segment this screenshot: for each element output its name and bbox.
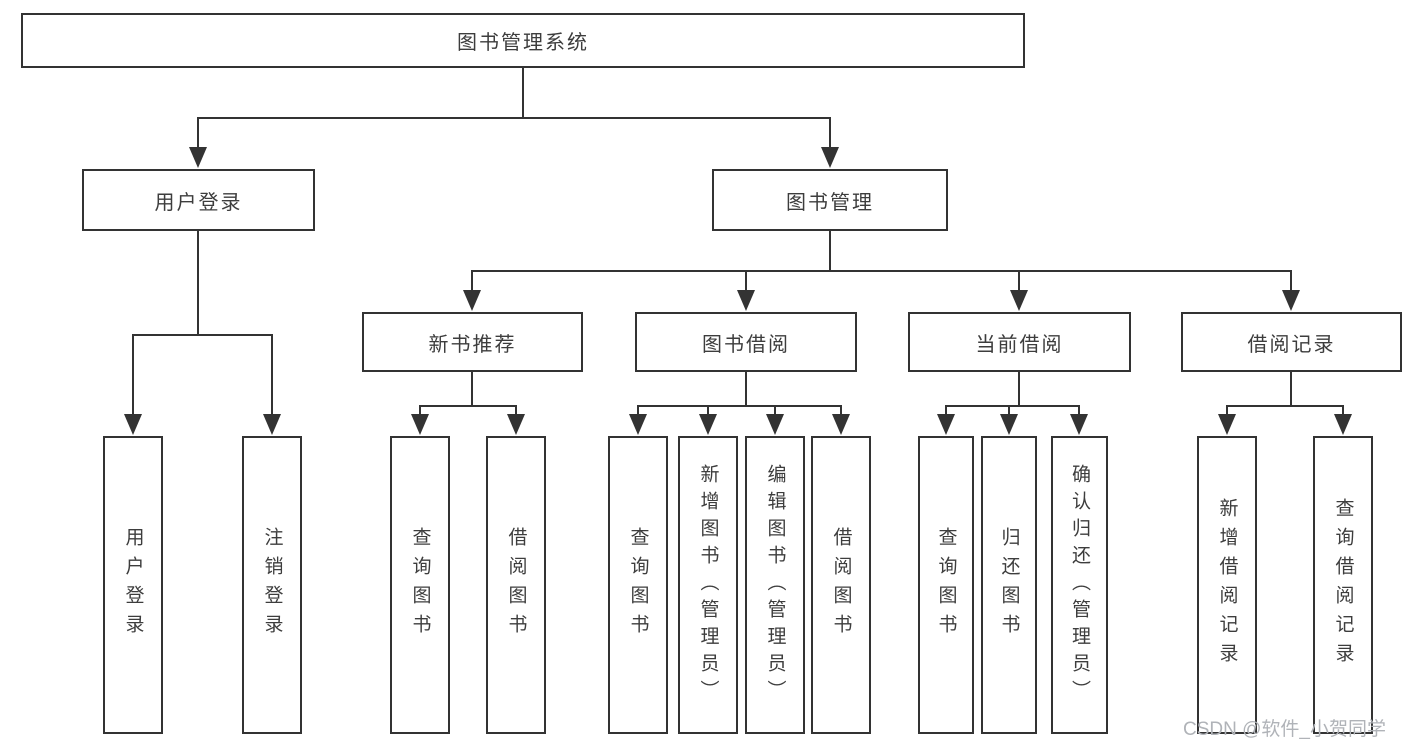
connectors-book-mgmt bbox=[463, 231, 1300, 311]
connectors-book-borrow bbox=[629, 371, 850, 435]
leaf-logout: 注销登录 bbox=[242, 436, 302, 734]
leaf-query-borrow-record: 查询借阅记录 bbox=[1313, 436, 1373, 734]
node-book-mgmt: 图书管理 bbox=[712, 169, 948, 231]
leaf-borrow-books-borrow: 借阅图书 bbox=[811, 436, 871, 734]
node-new-book-rec-label: 新书推荐 bbox=[428, 333, 517, 356]
leaf-query-books-borrow: 查询图书 bbox=[608, 436, 668, 734]
leaf-borrow-books-borrow-label: 借阅图书 bbox=[830, 527, 852, 643]
node-current-borrow: 当前借阅 bbox=[908, 312, 1131, 372]
leaf-edit-books-admin: 编辑图书（管理员） bbox=[745, 436, 805, 734]
node-user-login: 用户登录 bbox=[82, 169, 315, 231]
leaf-query-borrow-record-label: 查询借阅记录 bbox=[1332, 498, 1354, 672]
node-borrow-records-label: 借阅记录 bbox=[1247, 333, 1336, 356]
node-current-borrow-label: 当前借阅 bbox=[975, 333, 1064, 356]
leaf-add-borrow-record-label: 新增借阅记录 bbox=[1216, 498, 1238, 672]
leaf-add-books-admin-label: 新增图书（管理员） bbox=[697, 463, 719, 707]
connectors-root bbox=[189, 68, 839, 168]
connectors-borrow-records bbox=[1218, 371, 1352, 435]
leaf-return-books-label: 归还图书 bbox=[998, 527, 1020, 643]
leaf-borrow-books-rec: 借阅图书 bbox=[486, 436, 546, 734]
node-new-book-rec: 新书推荐 bbox=[362, 312, 583, 372]
connectors-user-login bbox=[124, 231, 281, 435]
node-root-label: 图书管理系统 bbox=[457, 32, 589, 54]
node-root: 图书管理系统 bbox=[21, 13, 1025, 68]
leaf-query-books-rec-label: 查询图书 bbox=[409, 527, 431, 643]
leaf-query-books-rec: 查询图书 bbox=[390, 436, 450, 734]
leaf-query-books-current: 查询图书 bbox=[918, 436, 974, 734]
leaf-query-books-current-label: 查询图书 bbox=[935, 527, 957, 643]
leaf-user-login-label: 用户登录 bbox=[122, 527, 144, 643]
leaf-confirm-return-admin: 确认归还（管理员） bbox=[1051, 436, 1108, 734]
leaf-borrow-books-rec-label: 借阅图书 bbox=[505, 527, 527, 643]
watermark: CSDN @软件_小贺同学 bbox=[1183, 719, 1386, 740]
leaf-confirm-return-admin-label: 确认归还（管理员） bbox=[1069, 463, 1090, 707]
leaf-add-books-admin: 新增图书（管理员） bbox=[678, 436, 738, 734]
node-book-borrow-label: 图书借阅 bbox=[702, 333, 790, 356]
node-book-borrow: 图书借阅 bbox=[635, 312, 857, 372]
leaf-add-borrow-record: 新增借阅记录 bbox=[1197, 436, 1257, 734]
connectors-current-borrow bbox=[937, 371, 1088, 435]
leaf-edit-books-admin-label: 编辑图书（管理员） bbox=[764, 463, 786, 707]
leaf-return-books: 归还图书 bbox=[981, 436, 1037, 734]
leaf-logout-label: 注销登录 bbox=[261, 527, 283, 643]
connectors-new-book-rec bbox=[411, 371, 525, 435]
node-book-mgmt-label: 图书管理 bbox=[786, 191, 874, 214]
leaf-user-login: 用户登录 bbox=[103, 436, 163, 734]
node-user-login-label: 用户登录 bbox=[154, 191, 243, 214]
node-borrow-records: 借阅记录 bbox=[1181, 312, 1402, 372]
leaf-query-books-borrow-label: 查询图书 bbox=[627, 527, 649, 643]
